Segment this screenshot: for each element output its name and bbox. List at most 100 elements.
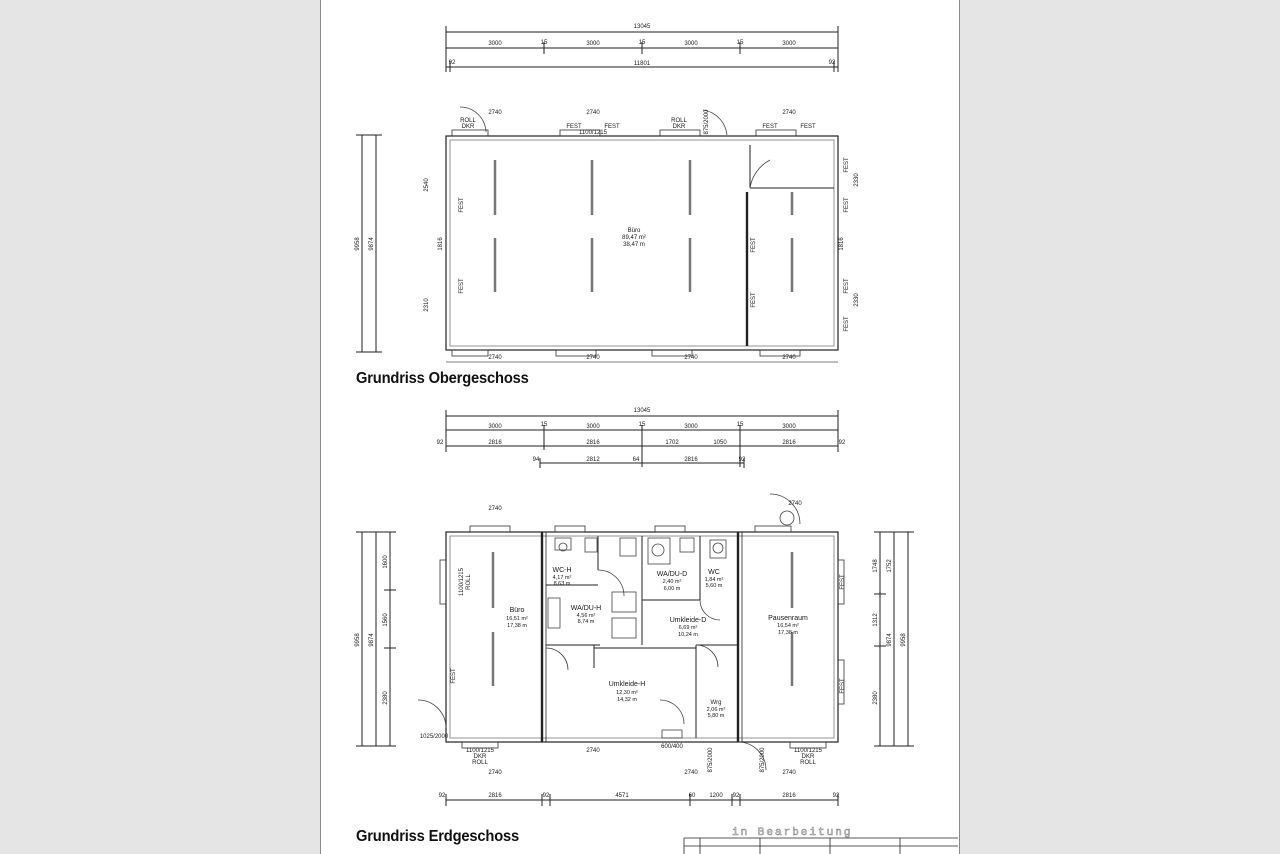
window-label: FEST xyxy=(604,124,620,130)
wall-label: 1816 xyxy=(839,237,845,251)
window-label: ROLL xyxy=(671,118,687,124)
window-label: FEST xyxy=(844,278,850,294)
window-label: FEST xyxy=(459,278,465,294)
upper-side-dim: 2310 xyxy=(424,298,430,312)
room-area: 16,54 m² xyxy=(777,623,799,629)
window-label: DKR xyxy=(462,124,475,130)
room-perimeter: 17,38 m xyxy=(507,623,527,629)
window-label: FEST xyxy=(459,197,465,213)
room-wc-h: WC-H 4,17 m² 8,63 m xyxy=(552,567,571,587)
lower-height-seg: 1748 xyxy=(873,559,879,573)
upper-inner-dim: 11801 xyxy=(634,61,651,67)
lower-bottom-dim: 2816 xyxy=(488,793,502,799)
lower-end-dim: 92 xyxy=(439,793,446,799)
drawing-sheet xyxy=(320,0,960,854)
room-perimeter: 8,74 m xyxy=(578,619,595,625)
door-label: 875/2000 xyxy=(760,747,766,773)
lower-dimension-chain xyxy=(445,410,839,468)
room-area: 89,47 m² xyxy=(622,235,646,241)
room-name: Umkleide-D xyxy=(670,617,707,624)
room-perimeter: 5,80 m xyxy=(708,713,725,719)
upper-seg-dim: 3000 xyxy=(488,41,502,47)
room-name: Büro xyxy=(628,228,641,234)
room-name: Wrg xyxy=(711,700,722,706)
room-area: 4,17 m² xyxy=(553,575,572,581)
lower-seg-dim: 3000 xyxy=(782,424,796,430)
lower-end-dim: 92 xyxy=(437,440,444,446)
lower-total-dim: 13045 xyxy=(634,408,651,414)
lower-seg-dim: 1050 xyxy=(713,440,727,446)
window-label: FEST xyxy=(840,574,846,590)
lower-seg-dim: 3000 xyxy=(488,424,502,430)
upper-end-dim: 92 xyxy=(829,60,836,66)
room-perimeter: 6,00 m xyxy=(664,586,681,592)
upper-height-inner: 9874 xyxy=(369,237,375,251)
room-area: 2,40 m² xyxy=(663,579,682,585)
upper-floor-title: Grundriss Obergeschoss xyxy=(356,370,529,387)
room-perimeter: 17,38 m xyxy=(778,630,798,636)
lower-seg-dim: 1702 xyxy=(665,440,679,446)
lower-end-dim: 92 xyxy=(733,793,740,799)
window-label: ROLL xyxy=(800,760,816,766)
upper-height-outer: 9958 xyxy=(355,237,361,251)
upper-bay-dim: 2740 xyxy=(684,355,698,361)
upper-bay-dim: 2740 xyxy=(488,110,502,116)
lower-end-dim: 92 xyxy=(739,457,746,463)
lower-bay-dim: 2740 xyxy=(586,748,600,754)
lower-seg-dim: 64 xyxy=(633,457,640,463)
room-buero: Büro 16,51 m² 17,38 m xyxy=(506,607,528,629)
lower-height-inner: 9874 xyxy=(887,633,893,647)
lower-height-seg: 2380 xyxy=(383,691,389,705)
window-label: ROLL xyxy=(472,760,488,766)
lower-floor-title: Grundriss Erdgeschoss xyxy=(356,828,520,845)
lower-bottom-dim: 4571 xyxy=(615,793,629,799)
room-area: 6,69 m² xyxy=(679,625,698,631)
upper-side-dim: 2330 xyxy=(854,173,860,187)
lower-height-dimension-left xyxy=(356,531,396,747)
door-label: 875/2000 xyxy=(708,747,714,773)
door-label: 875/2000 xyxy=(704,109,710,135)
room-wrg: Wrg 2,06 m² 5,80 m xyxy=(707,700,726,719)
room-perimeter: 14,32 m xyxy=(617,697,637,703)
room-name: WC xyxy=(708,569,720,576)
window-label: FEST xyxy=(566,124,582,130)
lower-gap-dim: 15 xyxy=(541,422,548,428)
upper-seg-dim: 3000 xyxy=(684,41,698,47)
lower-height-seg: 1560 xyxy=(383,613,389,627)
window-label: FEST xyxy=(844,197,850,213)
upper-dimension-chain xyxy=(445,26,839,72)
lower-seg-dim: 2816 xyxy=(782,440,796,446)
wall-label: 1816 xyxy=(438,237,444,251)
lower-seg-dim: 2816 xyxy=(684,457,698,463)
window-label: 1100/1215 xyxy=(579,130,608,136)
room-wadu-h: WA/DU-H 4,56 m² 8,74 m xyxy=(571,605,601,625)
title-block xyxy=(683,837,958,854)
room-perimeter: 5,60 m xyxy=(706,583,723,589)
lower-seg-dim: 2816 xyxy=(488,440,502,446)
window-label: FEST xyxy=(751,292,757,308)
lower-height-outer: 9958 xyxy=(901,633,907,647)
window-label: ROLL xyxy=(466,574,472,590)
lower-height-seg: 1312 xyxy=(873,613,879,627)
door-label: 1025/2000 xyxy=(420,734,449,740)
lower-end-dim: 92 xyxy=(543,793,550,799)
lower-height-seg: 1600 xyxy=(383,555,389,569)
room-area: 12,30 m² xyxy=(616,690,638,696)
upper-bay-dim: 2740 xyxy=(586,355,600,361)
upper-total-dim: 13045 xyxy=(634,24,651,30)
upper-seg-dim: 3000 xyxy=(782,41,796,47)
lower-height-seg: 1752 xyxy=(887,559,893,573)
room-area: 1,84 m² xyxy=(705,577,724,583)
window-label: DKR xyxy=(802,754,815,760)
lower-bay-dim: 2740 xyxy=(684,770,698,776)
lower-height-inner: 9874 xyxy=(369,633,375,647)
window-label: ROLL xyxy=(460,118,476,124)
room-name: Büro xyxy=(510,607,525,614)
room-name: WA/DU-D xyxy=(657,571,687,578)
lower-bay-dim: 2740 xyxy=(788,501,802,507)
upper-bay-dim: 2740 xyxy=(782,355,796,361)
window-label: 1100/1215 xyxy=(459,567,465,596)
window-label: DKR xyxy=(474,754,487,760)
room-name: WA/DU-H xyxy=(571,605,601,612)
room-wadu-d: WA/DU-D 2,40 m² 6,00 m xyxy=(657,571,687,592)
